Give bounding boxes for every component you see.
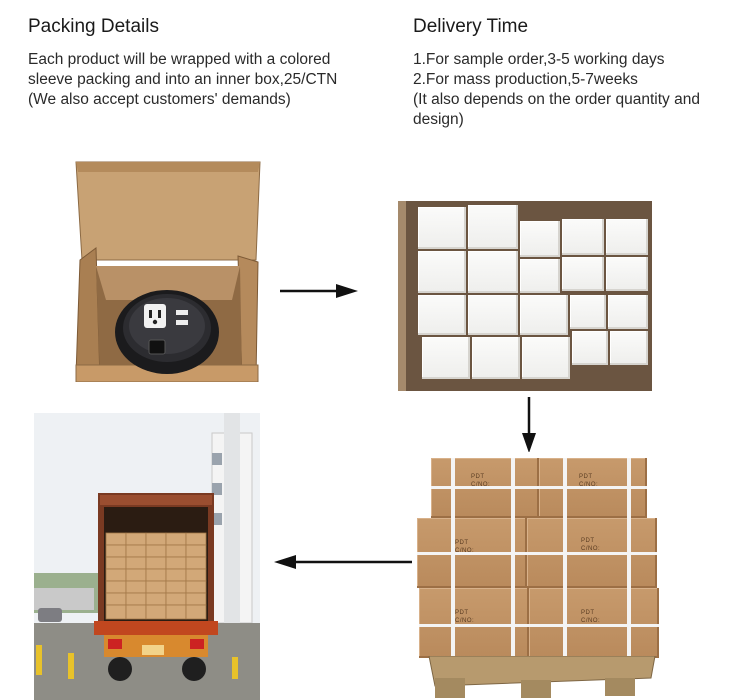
carton-mark: PDT [581,538,595,544]
arrow-left-icon [274,555,412,569]
packing-details-text: Each product will be wrapped with a colo… [28,50,337,110]
carton-mark: C/NO: [455,548,475,554]
delivery-line: 1.For sample order,3-5 working days [413,51,665,68]
carton-mark: C/NO: [581,618,601,624]
white-inner-boxes-photo [398,201,652,391]
wooden-pallet [428,656,656,698]
delivery-time-title: Delivery Time [413,16,529,37]
open-carton-photo [72,160,262,382]
packing-line: sleeve packing and into an inner box,25/… [28,71,338,88]
carton-mark: PDT [455,540,469,546]
palletized-cartons-photo: PDT C/NO: PDT C/NO: PDT C/NO: PDT C/NO: … [415,452,661,700]
open-carton-illustration [75,161,261,382]
carton-mark: C/NO: [581,546,601,552]
carton-mark: C/NO: [471,482,491,488]
packing-details-title: Packing Details [28,16,159,37]
delivery-line: (It also depends on the order quantity a… [413,91,700,108]
container-truck-illustration [34,413,260,700]
delivery-line: 2.For mass production,5-7weeks [413,71,638,88]
packing-line: (We also accept customers' demands) [28,91,291,108]
arrow-down-icon [522,397,536,453]
arrow-right-icon [280,284,358,298]
carton-mark: PDT [581,610,595,616]
carton-mark: C/NO: [455,618,475,624]
carton [419,588,529,658]
container-truck-photo [34,413,260,700]
delivery-time-text: 1.For sample order,3-5 working days 2.Fo… [413,50,700,130]
carton [529,588,659,658]
carton-mark: PDT [579,474,593,480]
packing-line: Each product will be wrapped with a colo… [28,51,331,68]
carton-mark: PDT [455,610,469,616]
carton-mark: C/NO: [579,482,599,488]
carton-mark: PDT [471,474,485,480]
delivery-line: design) [413,111,464,128]
